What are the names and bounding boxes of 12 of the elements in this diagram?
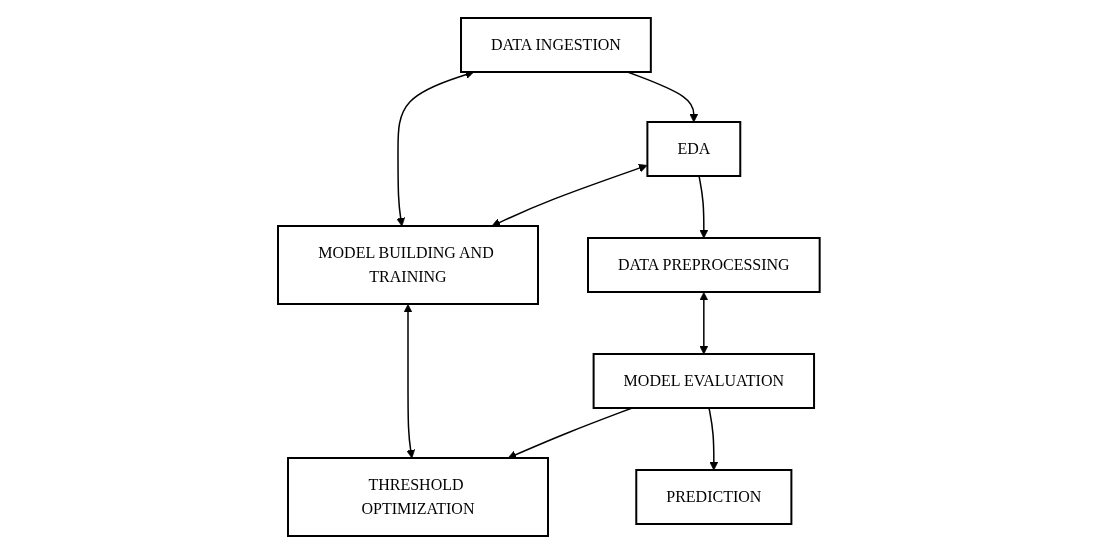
arrow	[699, 292, 709, 355]
node-box: THRESHOLD OPTIMIZATION	[287, 457, 550, 537]
node-box: EDA	[646, 121, 742, 177]
arrow	[708, 407, 719, 471]
node-box: MODEL BUILDING AND TRAINING	[277, 225, 540, 305]
node-box: DATA PREPROCESSING	[587, 237, 821, 293]
node-box: PREDICTION	[635, 469, 793, 525]
arrow	[403, 304, 416, 459]
node-box: DATA INGESTION	[460, 17, 652, 73]
arrow	[698, 175, 709, 239]
node-box: MODEL EVALUATION	[592, 353, 816, 409]
arrow	[491, 163, 648, 227]
